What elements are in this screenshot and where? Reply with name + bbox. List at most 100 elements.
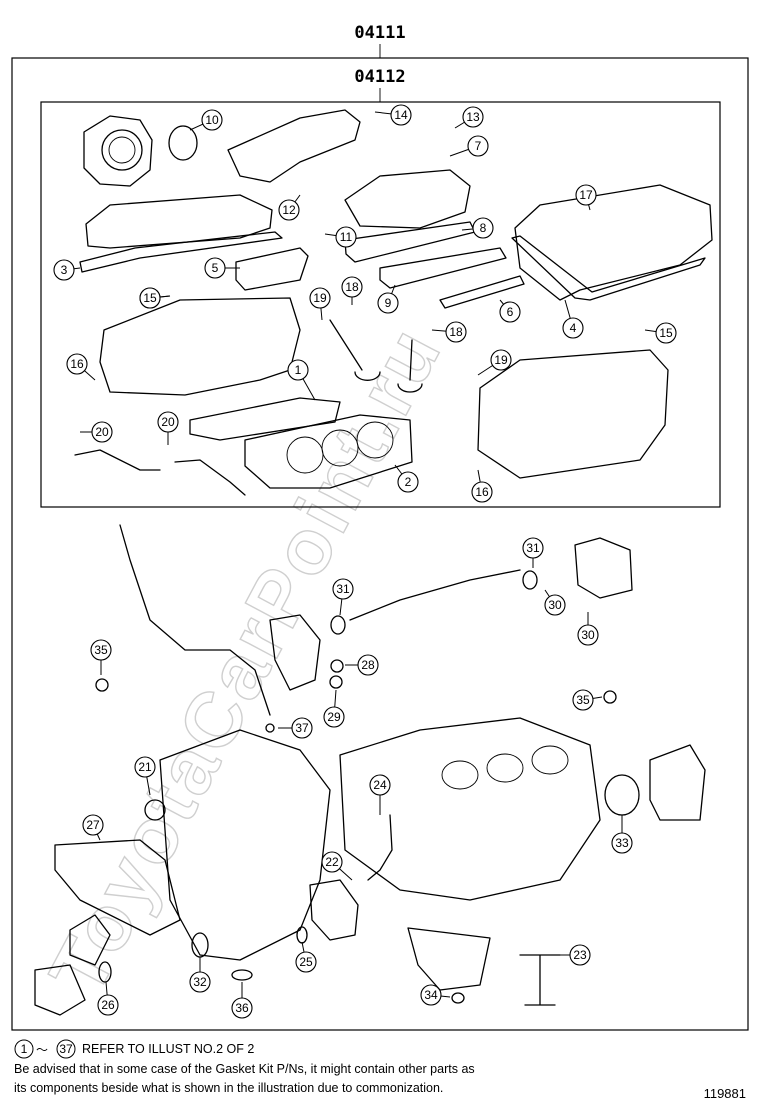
callout-number: 25 (299, 955, 313, 969)
callout-6: 6 (499, 299, 521, 323)
callout-circle (309, 287, 331, 309)
callout-number: 37 (295, 721, 309, 735)
inner-part-code: 04112 (354, 67, 405, 87)
callout-number: 23 (573, 948, 587, 962)
water-outlet-pipe-right (174, 459, 246, 496)
head-gasket-bores (286, 421, 394, 474)
o-ring-31 (330, 615, 346, 635)
callout-12: 12 (278, 194, 301, 221)
callout-26: 26 (97, 981, 119, 1016)
callout-circle (189, 971, 211, 993)
drain-plug-gasket-34 (451, 992, 465, 1004)
callout-circle (66, 353, 88, 375)
head-cover-gasket-left (79, 231, 283, 273)
callout-number: 15 (659, 326, 673, 340)
cylinder-head-left (99, 297, 301, 396)
note-line-2: its components beside what is shown in t… (14, 1081, 444, 1095)
callout-31: 31 (332, 578, 354, 616)
callout-number: 15 (143, 291, 157, 305)
callout-number: 18 (345, 280, 359, 294)
callout-number: 21 (138, 760, 152, 774)
callout-number: 5 (212, 261, 219, 275)
manifold-gasket-5 (235, 247, 309, 291)
callout-number: 30 (548, 598, 562, 612)
callout-number: 31 (336, 582, 350, 596)
range-start: 1 (21, 1042, 28, 1056)
callout-circle (562, 317, 584, 339)
callout-35: 35 (572, 689, 603, 711)
callout-circle (655, 322, 677, 344)
callout-circle (53, 259, 75, 281)
callout-32: 32 (189, 957, 211, 993)
callout-layer: 1234567891011121314151515161617181819192… (53, 104, 677, 1019)
callout-22: 22 (321, 851, 353, 881)
callout-circle (91, 421, 113, 443)
callout-circle (572, 689, 594, 711)
throttle-body (83, 115, 153, 187)
timing-cover (159, 729, 331, 961)
callout-circle (472, 217, 494, 239)
callout-circle (462, 106, 484, 128)
callout-number: 24 (373, 778, 387, 792)
callout-number: 4 (570, 321, 577, 335)
callout-circle (204, 257, 226, 279)
inner-kit-frame (40, 101, 721, 508)
callout-number: 35 (94, 643, 108, 657)
callout-25: 25 (295, 941, 317, 973)
figure-number: 119881 (703, 1086, 746, 1101)
callout-circle (278, 199, 300, 221)
head-cover-right (514, 184, 713, 301)
callout-number: 36 (235, 1001, 249, 1015)
water-inlet-housing (269, 614, 321, 691)
oil-pan (407, 927, 491, 991)
callout-number: 22 (325, 855, 339, 869)
callout-number: 1 (295, 363, 302, 377)
callout-17: 17 (575, 184, 597, 211)
callout-15: 15 (139, 287, 171, 309)
callout-30: 30 (544, 589, 566, 616)
callout-number: 33 (615, 836, 629, 850)
callout-number: 9 (385, 296, 392, 310)
callout-7: 7 (449, 135, 489, 157)
exhaust-gasket-6 (439, 275, 525, 309)
callout-number: 13 (466, 110, 480, 124)
callout-24: 24 (369, 774, 391, 815)
callout-circle (390, 104, 412, 126)
callout-number: 20 (95, 425, 109, 439)
callout-4: 4 (562, 299, 584, 339)
callout-circle (397, 471, 419, 493)
callout-number: 17 (579, 188, 593, 202)
callout-number: 7 (475, 139, 482, 153)
callout-number: 19 (494, 353, 508, 367)
callout-29: 29 (323, 689, 345, 728)
callout-circle (97, 994, 119, 1016)
cylinder-head-right (477, 349, 669, 479)
callout-20: 20 (80, 421, 113, 443)
o-ring-35b (603, 690, 617, 704)
block-bores (441, 745, 569, 790)
outer-kit-frame (11, 57, 749, 1031)
callout-circle (471, 481, 493, 503)
callout-number: 3 (61, 263, 68, 277)
callout-37: 37 (278, 717, 313, 739)
callout-circle (467, 135, 489, 157)
callout-circle (357, 654, 379, 676)
callout-34: 34 (420, 984, 451, 1006)
callout-18: 18 (431, 321, 467, 343)
timing-cover-gasket-27 (54, 839, 181, 936)
callout-36: 36 (231, 982, 253, 1019)
callout-number: 14 (394, 108, 408, 122)
callout-circle (569, 944, 591, 966)
manifold-gasket-8 (344, 221, 476, 263)
callout-35: 35 (90, 639, 112, 675)
callout-circle (332, 578, 354, 600)
intake-manifold-upper (227, 109, 361, 183)
rear-crank-seal (604, 774, 640, 816)
callout-number: 12 (282, 203, 296, 217)
callout-number: 30 (581, 628, 595, 642)
o-ring-28 (330, 659, 344, 673)
callout-number: 16 (475, 485, 489, 499)
callout-3: 3 (53, 259, 81, 281)
callout-number: 2 (405, 475, 412, 489)
